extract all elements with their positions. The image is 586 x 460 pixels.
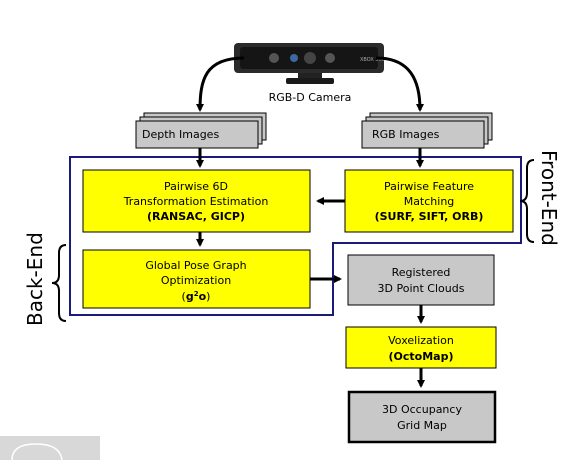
camera-label: RGB-D Camera [269,91,352,104]
clouds-line2: 3D Point Clouds [378,282,465,295]
pose-graph-node: Global Pose Graph Optimization (g2o) [82,249,311,309]
occupancy-grid-node: 3D Occupancy Grid Map [347,390,497,444]
feature-matching-node: Pairwise Feature Matching (SURF, SIFT, O… [344,169,514,233]
camera-brand-text: XBOX 360 [360,57,385,63]
frontend-label: Front-End [537,150,561,246]
frontend-backend-frame [69,156,522,316]
kinect-camera-icon: XBOX 360 [234,43,385,84]
voxelization-node: Voxelization (OctoMap) [345,326,497,369]
posegraph-line2: Optimization [161,274,231,287]
transform-line3: (RANSAC, GICP) [147,210,245,223]
arrow-camera-depth [196,56,245,112]
grid-line2: Grid Map [397,419,447,432]
corner-arc-icon [11,443,63,460]
backend-label: Back-End [23,232,47,326]
matching-line2: Matching [404,195,455,208]
rgb-images-node: RGB Images [361,112,493,149]
clouds-line1: Registered [392,266,451,279]
depth-images-label: Depth Images [142,128,219,141]
arrow-camera-rgb [375,56,424,112]
grid-line1: 3D Occupancy [382,403,462,416]
point-clouds-node: Registered 3D Point Clouds [347,254,495,306]
transform-line1: Pairwise 6D [164,180,228,193]
transform-line2: Transformation Estimation [123,195,269,208]
transform-estimation-node: Pairwise 6D Transformation Estimation (R… [82,169,311,233]
matching-line3: (SURF, SIFT, ORB) [375,210,484,223]
frontend-brace [519,159,535,243]
posegraph-line3: (g2o) [182,290,211,303]
voxel-line2: (OctoMap) [389,350,454,363]
backend-brace [51,244,67,322]
corner-widget [0,436,100,460]
rgb-images-label: RGB Images [372,128,440,141]
voxel-line1: Voxelization [388,334,454,347]
matching-line1: Pairwise Feature [384,180,474,193]
posegraph-line1: Global Pose Graph [145,259,246,272]
depth-images-node: Depth Images [135,112,267,149]
